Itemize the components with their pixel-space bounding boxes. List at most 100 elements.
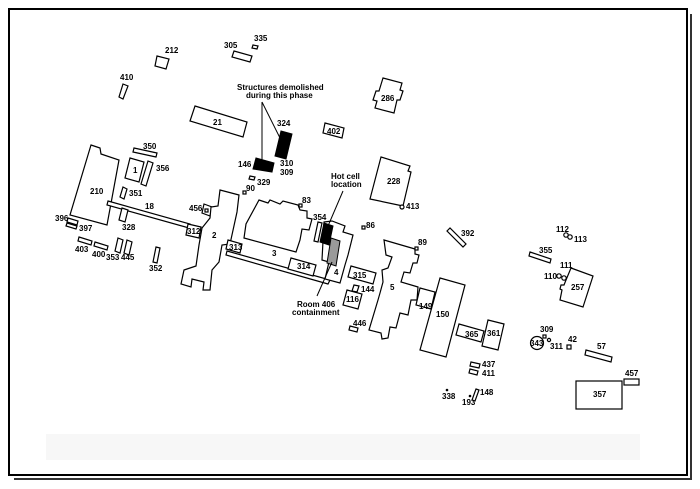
svg-text:324: 324 [277, 119, 291, 128]
svg-text:328: 328 [122, 223, 136, 232]
building-365: 365 [455, 323, 485, 343]
svg-text:392: 392 [461, 229, 475, 238]
label-309: 309 [280, 168, 294, 177]
building-343: 343 [529, 335, 545, 351]
building-257: 257 [559, 267, 594, 308]
label-310: 310 [280, 159, 294, 168]
building-3: 3 [243, 199, 313, 258]
svg-text:86: 86 [366, 221, 375, 230]
svg-text:314: 314 [297, 262, 311, 271]
building-150: 150 [419, 277, 466, 358]
building-402: 402 [322, 122, 345, 139]
building-354: 354 [313, 213, 327, 243]
svg-text:150: 150 [436, 310, 450, 319]
building-446: 446 [348, 319, 367, 333]
building-351: 351 [119, 186, 143, 200]
svg-text:2: 2 [212, 231, 217, 240]
building-42: 42 [566, 335, 577, 350]
building-410: 410 [118, 73, 134, 100]
svg-text:210: 210 [90, 187, 104, 196]
svg-text:286: 286 [381, 94, 395, 103]
svg-text:containment: containment [292, 308, 340, 317]
svg-text:4: 4 [334, 268, 339, 277]
svg-text:111: 111 [560, 261, 573, 270]
building-392: 392 [446, 227, 475, 248]
svg-text:456: 456 [189, 204, 203, 213]
svg-text:90: 90 [246, 184, 255, 193]
svg-text:21: 21 [213, 118, 222, 127]
building-350: 350 [132, 142, 158, 158]
building-5: 5 [368, 239, 420, 340]
building-313: 313 [225, 239, 243, 254]
building-116: 116 [342, 289, 363, 310]
building-315: 315 [347, 265, 377, 285]
building-309-east: 309 [540, 325, 554, 339]
svg-text:402: 402 [327, 127, 341, 136]
building-413: 413 [399, 202, 420, 211]
svg-text:5: 5 [390, 283, 395, 292]
svg-text:329: 329 [257, 178, 271, 187]
svg-text:1: 1 [133, 166, 138, 175]
svg-text:during this phase: during this phase [246, 91, 313, 100]
building-144: 144 [351, 284, 375, 294]
building-212: 212 [154, 46, 179, 70]
svg-text:313: 313 [229, 243, 243, 252]
building-456: 456 [189, 203, 213, 217]
svg-text:397: 397 [79, 224, 93, 233]
building-57: 57 [584, 342, 613, 363]
building-361: 361 [481, 319, 505, 351]
svg-text:411: 411 [482, 369, 495, 378]
building-146-demolished: 146 [238, 157, 275, 173]
svg-text:Structures demolished: Structures demolished [237, 83, 324, 92]
svg-text:355: 355 [539, 246, 553, 255]
svg-text:315: 315 [353, 271, 367, 280]
svg-text:110: 110 [544, 272, 557, 281]
building-403: 403 [75, 236, 93, 254]
building-352: 352 [149, 246, 163, 273]
svg-text:309: 309 [540, 325, 554, 334]
building-112-113: 112 113 [556, 225, 587, 244]
svg-text:228: 228 [387, 177, 401, 186]
svg-text:257: 257 [571, 283, 585, 292]
svg-text:354: 354 [313, 213, 327, 222]
building-324-demolished: 324 [274, 119, 293, 160]
svg-text:400: 400 [92, 250, 106, 259]
svg-text:410: 410 [120, 73, 134, 82]
svg-text:89: 89 [418, 238, 427, 247]
caption-bar [46, 434, 640, 460]
building-4: 4 [319, 220, 354, 284]
svg-text:57: 57 [597, 342, 606, 351]
svg-text:148: 148 [480, 388, 494, 397]
building-312: 312 [185, 223, 202, 239]
building-286: 286 [372, 77, 404, 114]
svg-text:361: 361 [487, 329, 501, 338]
building-396-397: 396 397 [55, 214, 93, 233]
svg-text:335: 335 [254, 34, 268, 43]
building-335: 335 [251, 34, 268, 50]
svg-text:location: location [331, 180, 362, 189]
svg-text:343: 343 [530, 339, 544, 348]
building-21: 21 [189, 105, 248, 138]
svg-text:149: 149 [419, 302, 433, 311]
svg-text:305: 305 [224, 41, 238, 50]
svg-text:356: 356 [156, 164, 170, 173]
building-328: 328 [118, 207, 136, 232]
svg-text:457: 457 [625, 369, 639, 378]
annotation-hot-cell: Hot cell location [327, 172, 362, 227]
building-437: 437 [469, 360, 496, 369]
building-338: 338 [442, 388, 456, 401]
svg-text:396: 396 [55, 214, 69, 223]
svg-text:350: 350 [143, 142, 157, 151]
building-1: 1 [124, 157, 145, 183]
svg-text:146: 146 [238, 160, 252, 169]
building-357: 357 [575, 380, 623, 410]
svg-text:Room 406: Room 406 [297, 300, 336, 309]
building-90: 90 [242, 184, 255, 195]
svg-text:351: 351 [129, 189, 143, 198]
building-314: 314 [287, 257, 317, 277]
svg-text:445: 445 [121, 253, 135, 262]
svg-text:311: 311 [550, 342, 563, 351]
svg-text:353: 353 [106, 253, 120, 262]
svg-text:437: 437 [482, 360, 496, 369]
